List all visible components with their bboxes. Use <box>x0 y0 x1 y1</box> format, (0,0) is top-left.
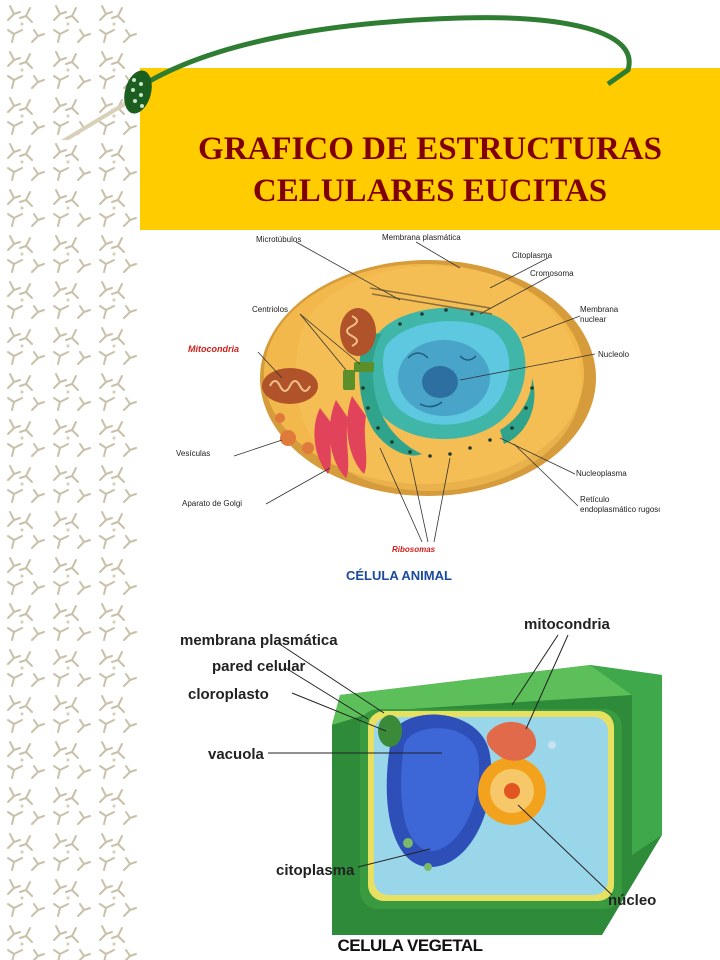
label-membrana-nuclear-1: Membrana <box>580 305 619 314</box>
title-line-2: CELULARES EUCITAS <box>252 173 608 209</box>
plant-cell-interior <box>368 711 614 901</box>
label-nucleo: núcleo <box>608 892 656 909</box>
label-microtubulos: Microtúbulos <box>256 235 301 244</box>
label-membrana-plasmatica-vegetal: membrana plasmática <box>180 632 338 649</box>
mitochondria <box>262 308 376 404</box>
slide-title: GRAFICO DE ESTRUCTURAS CELULARES EUCITAS <box>140 128 720 212</box>
nucleus <box>368 307 526 440</box>
title-line-1: GRAFICO DE ESTRUCTURAS <box>198 131 662 167</box>
centrioles <box>343 362 374 390</box>
rough-er <box>359 332 535 456</box>
plant-leader-lines <box>268 634 613 896</box>
label-pared-celular: pared celular <box>212 658 306 675</box>
mitochondria-plant <box>486 721 537 761</box>
vesicles <box>275 413 314 454</box>
microtubules <box>369 287 493 315</box>
label-cloroplasto: cloroplasto <box>188 686 269 703</box>
chloroplast <box>378 715 402 747</box>
label-mitocondria-vegetal: mitocondria <box>524 616 610 633</box>
label-ribosomas: Ribosomas <box>392 545 436 554</box>
label-reticulo-1: Retículo <box>580 495 610 504</box>
label-cromosoma: Cromosoma <box>530 269 574 278</box>
label-reticulo-2: endoplasmático rugoso <box>580 505 660 514</box>
label-membrana-nuclear-2: nuclear <box>580 315 607 324</box>
label-citoplasma: Citoplasma <box>512 251 553 260</box>
label-nucleolo: Nucleolo <box>598 350 630 359</box>
side-decorative-pattern <box>0 0 140 960</box>
nucleolus <box>422 366 458 398</box>
label-citoplasma-vegetal: citoplasma <box>276 862 355 879</box>
title-band <box>140 68 720 230</box>
plant-cell-caption: CELULA VEGETAL <box>337 936 483 955</box>
label-vacuola: vacuola <box>208 746 265 763</box>
label-centriolos: Centriolos <box>252 305 288 314</box>
animal-cell-caption: CÉLULA ANIMAL <box>346 568 452 583</box>
golgi-apparatus <box>314 396 367 478</box>
animal-leader-lines <box>233 241 596 543</box>
animal-cell-diagram: Microtúbulos Membrana plasmática Citopla… <box>176 233 660 583</box>
label-mitocondria: Mitocondria <box>188 344 239 354</box>
label-membrana-plasmatica: Membrana plasmática <box>382 233 461 242</box>
plant-cell-diagram: membrana plasmática pared celular clorop… <box>172 605 680 940</box>
label-aparato-golgi: Aparato de Golgi <box>182 499 242 508</box>
label-vesiculas: Vesículas <box>176 449 210 458</box>
label-nucleoplasma: Nucleoplasma <box>576 469 627 478</box>
